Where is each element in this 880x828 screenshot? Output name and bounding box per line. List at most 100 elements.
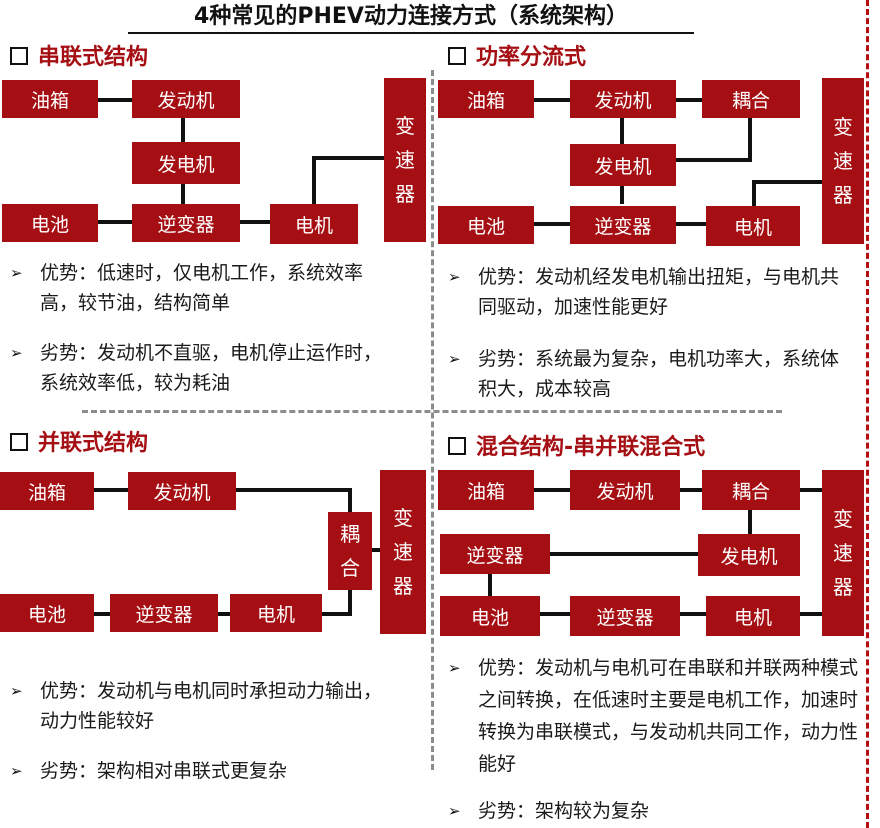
hybrid-box-engine: 发动机 — [570, 470, 680, 510]
arrow-bullet-icon: ➢ — [448, 659, 461, 677]
split-line-motor-gearbox — [752, 180, 822, 184]
series-cons: ➢ 劣势：发动机不直驱，电机停止运作时，系统效率低，较为耗油 — [6, 338, 398, 398]
hybrid-line-coupling-gearbox — [800, 488, 822, 492]
parallel-box-battery: 电池 — [0, 594, 94, 632]
hybrid-line-inverter-motor — [680, 612, 706, 616]
split-line-battery-inverter — [534, 222, 570, 226]
page-title: 4种常见的PHEV动力连接方式（系统架构） — [128, 2, 694, 34]
hybrid-line-engine-coupling — [680, 488, 702, 492]
series-line-battery-inverter — [98, 220, 132, 224]
parallel-box-tank: 油箱 — [0, 472, 94, 510]
series-line-inverter-motor — [240, 220, 270, 224]
hybrid-heading: 混合结构-串并联混合式 — [448, 434, 705, 462]
split-line-generator-coupling — [676, 158, 750, 162]
parallel-pros-text: 优势：发动机与电机同时承担动力输出，动力性能较好 — [40, 680, 383, 732]
parallel-line-coupling-bottom — [348, 590, 352, 616]
series-heading: 串联式结构 — [10, 44, 148, 72]
hybrid-heading-text: 混合结构-串并联混合式 — [476, 435, 706, 460]
series-box-battery: 电池 — [2, 204, 98, 242]
split-line-inverter-motor — [676, 222, 706, 226]
parallel-box-gearbox: 变 速 器 — [380, 470, 426, 634]
split-box-generator: 发电机 — [570, 144, 676, 186]
split-line-motor-riser — [752, 180, 756, 206]
split-line-engine-generator — [620, 118, 624, 144]
hybrid-pros: ➢ 优势：发动机与电机可在串联和并联两种模式之间转换，在低速时主要是电机工作，加速… — [444, 652, 860, 780]
hybrid-line-tank-engine — [534, 488, 570, 492]
series-pros: ➢优势：低速时，仅电机工作，系统效率高，较节油，结构简单 — [6, 258, 398, 318]
gearbox-char: 器 — [393, 574, 413, 598]
parallel-line-battery-inverter — [94, 612, 110, 616]
hybrid-line-motor-gearbox — [800, 612, 822, 616]
square-outline-icon — [10, 433, 28, 451]
hybrid-box-inverter-top: 逆变器 — [440, 534, 550, 574]
series-pros-text: 优势：低速时，仅电机工作，系统效率高，较节油，结构简单 — [40, 262, 364, 314]
hybrid-box-generator: 发电机 — [698, 534, 800, 576]
parallel-box-coupling: 耦 合 — [328, 512, 372, 590]
gearbox-char: 变 — [833, 115, 853, 139]
split-cons-text: 劣势：系统最为复杂，电机功率大，系统体积大，成本较高 — [478, 348, 840, 400]
parallel-cons-text: 劣势：架构相对串联式更复杂 — [40, 760, 288, 782]
hybrid-box-tank: 油箱 — [438, 470, 534, 510]
parallel-line-tank-engine — [94, 488, 128, 492]
power-split-heading-text: 功率分流式 — [476, 45, 587, 70]
series-line-tank-engine — [98, 98, 132, 102]
parallel-heading-text: 并联式结构 — [38, 431, 149, 456]
split-box-gearbox: 变 速 器 — [822, 78, 864, 244]
hybrid-cons-text: 劣势：架构较为复杂 — [478, 800, 650, 822]
arrow-bullet-icon: ➢ — [10, 682, 23, 700]
parallel-box-inverter: 逆变器 — [110, 594, 218, 632]
gearbox-char: 速 — [393, 540, 413, 564]
hybrid-line-inverter-generator — [550, 552, 698, 556]
hybrid-cons: ➢ 劣势：架构较为复杂 — [444, 796, 844, 826]
arrow-bullet-icon: ➢ — [10, 344, 23, 362]
split-box-engine: 发动机 — [570, 80, 676, 118]
hybrid-box-gearbox: 变 速 器 — [822, 470, 864, 636]
square-outline-icon — [448, 47, 466, 65]
square-outline-icon — [448, 437, 466, 455]
hybrid-box-battery: 电池 — [440, 596, 540, 636]
horizontal-section-divider — [82, 410, 782, 413]
hybrid-box-motor: 电机 — [706, 596, 800, 636]
gearbox-char: 变 — [833, 507, 853, 531]
series-line-motor-gearbox — [312, 156, 384, 160]
gearbox-char: 变 — [393, 506, 413, 530]
series-box-inverter: 逆变器 — [132, 204, 240, 242]
gearbox-char: 速 — [833, 149, 853, 173]
series-box-generator: 发电机 — [132, 142, 240, 184]
parallel-line-coupling-top — [348, 488, 352, 512]
split-box-battery: 电池 — [438, 206, 534, 244]
hybrid-line-battery-inverter — [540, 612, 570, 616]
parallel-line-coupling-gearbox — [372, 548, 382, 552]
series-cons-text: 劣势：发动机不直驱，电机停止运作时，系统效率低，较为耗油 — [40, 342, 383, 394]
series-box-tank: 油箱 — [2, 80, 98, 118]
split-pros: ➢ 优势：发动机经发电机输出扭矩，与电机共同驱动，加速性能更好 — [444, 262, 844, 322]
series-heading-text: 串联式结构 — [38, 45, 149, 70]
power-split-heading: 功率分流式 — [448, 44, 586, 72]
split-pros-text: 优势：发动机经发电机输出扭矩，与电机共同驱动，加速性能更好 — [478, 266, 840, 318]
split-box-tank: 油箱 — [438, 80, 534, 118]
parallel-line-inverter-motor — [218, 612, 230, 616]
parallel-line-engine-coupling — [236, 488, 350, 492]
hybrid-line-coupling-generator — [748, 508, 752, 534]
split-line-generator-inverter — [620, 186, 624, 204]
parallel-heading: 并联式结构 — [10, 430, 148, 458]
arrow-bullet-icon: ➢ — [10, 762, 23, 780]
gearbox-char: 速 — [833, 541, 853, 565]
parallel-line-motor-coupling — [322, 612, 352, 616]
arrow-bullet-icon: ➢ — [448, 802, 461, 820]
arrow-bullet-icon: ➢ — [448, 268, 461, 286]
hybrid-pros-text: 优势：发动机与电机可在串联和并联两种模式之间转换，在低速时主要是电机工作，加速时… — [478, 657, 859, 775]
parallel-cons: ➢ 劣势：架构相对串联式更复杂 — [6, 756, 398, 786]
split-line-tank-engine — [534, 98, 570, 102]
coupling-char: 合 — [340, 556, 360, 580]
split-box-coupling: 耦合 — [702, 80, 800, 118]
series-box-motor: 电机 — [270, 204, 358, 244]
series-line-generator-inverter — [181, 184, 185, 204]
hybrid-box-coupling: 耦合 — [702, 470, 800, 510]
arrow-bullet-icon: ➢ — [448, 350, 461, 368]
coupling-char: 耦 — [340, 522, 360, 546]
parallel-pros: ➢ 优势：发动机与电机同时承担动力输出，动力性能较好 — [6, 676, 398, 736]
right-edge-divider — [866, 0, 869, 828]
series-box-engine: 发动机 — [132, 80, 240, 118]
hybrid-box-inverter: 逆变器 — [570, 596, 680, 636]
